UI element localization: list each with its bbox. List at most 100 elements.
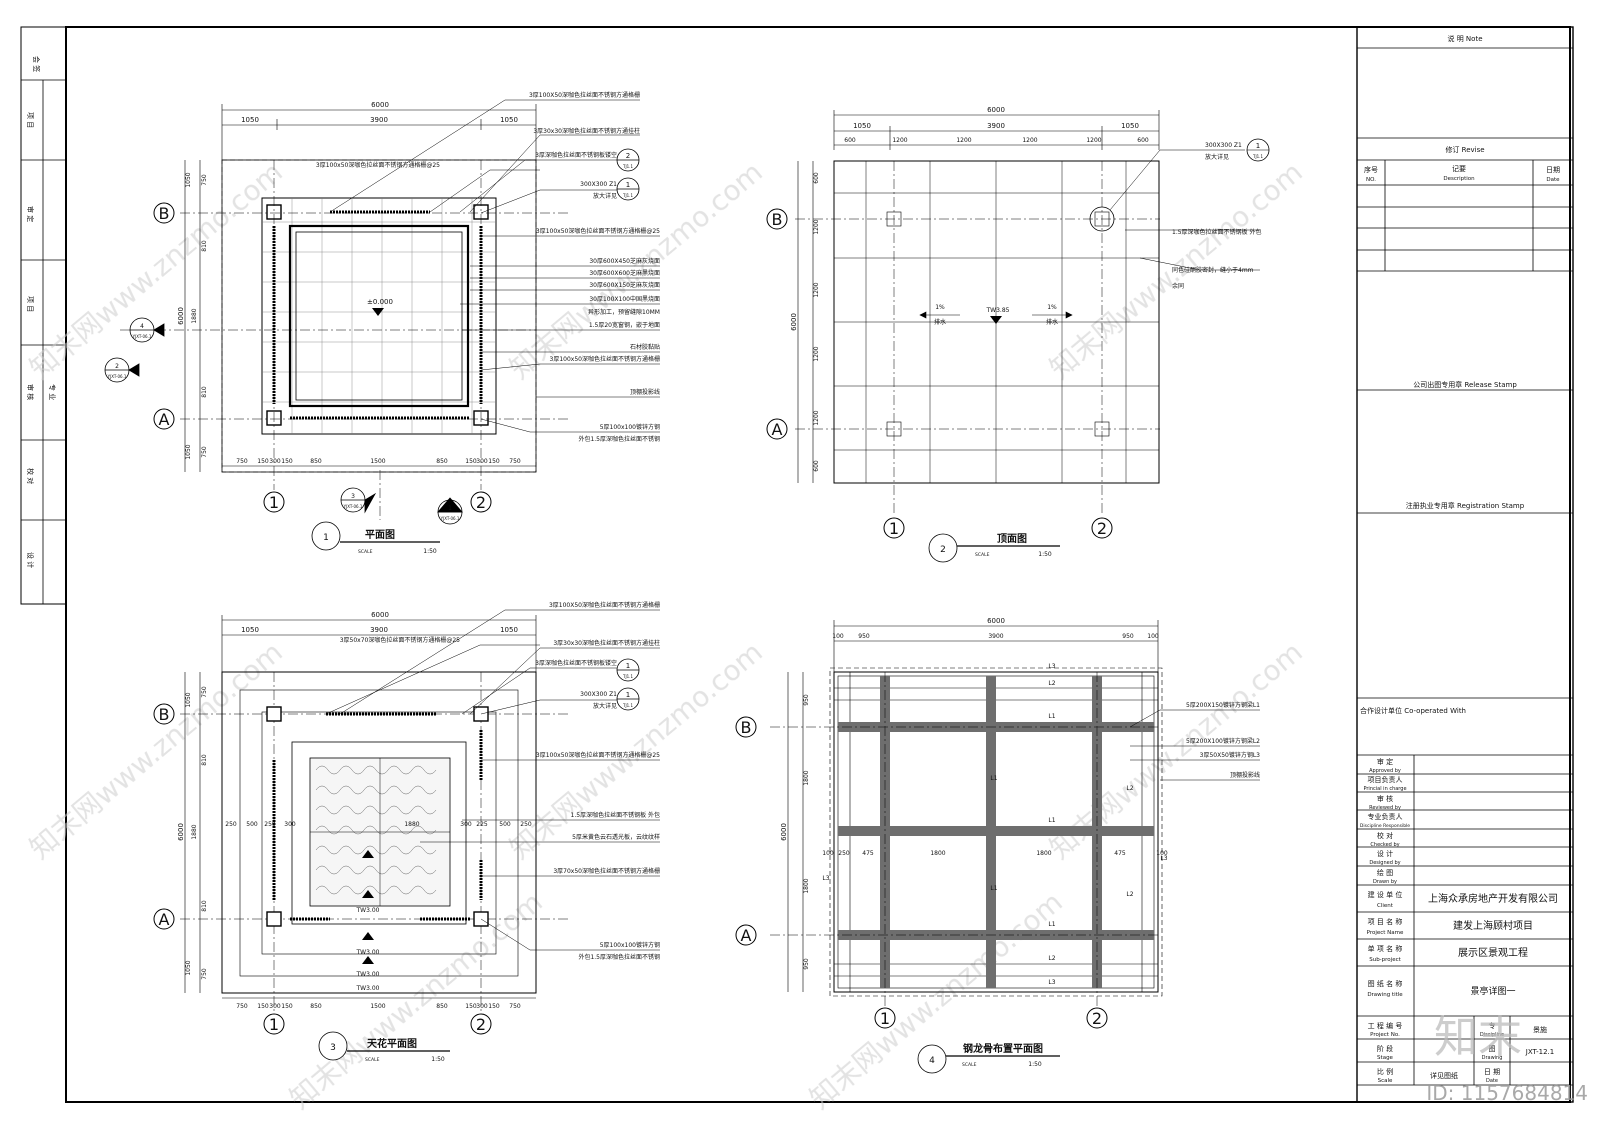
v1-deck <box>261 197 497 435</box>
svg-text:950: 950 <box>858 633 870 640</box>
v2-label: 300X300 Z1 <box>1205 142 1242 149</box>
v4-main-beams <box>838 676 1154 988</box>
svg-text:YJXT-06.1: YJXT-06.1 <box>440 516 460 521</box>
grid-a: A <box>741 926 752 945</box>
v2-dim-total-v: 6000 <box>790 313 798 331</box>
v3-title-num: 3 <box>330 1043 336 1053</box>
v1-scale-word: SCALE <box>358 549 373 555</box>
title-block <box>1356 26 1574 1103</box>
v1-label: 30厚600X150芝麻灰烧面 <box>589 281 660 289</box>
v1-grilles <box>272 210 483 420</box>
svg-text:300: 300 <box>476 458 488 465</box>
v2-dim-side: 1050 <box>1121 122 1139 130</box>
tb-cooperated: 合作设计单位 Co-operated With <box>1360 706 1466 715</box>
v3-scale-word: SCALE <box>365 1057 380 1063</box>
v3-label: 5厚米黄色云石透光板，云纹纹样 <box>572 833 660 841</box>
tb-client-label: 建 设 单 位 <box>1368 890 1403 899</box>
svg-text:810: 810 <box>201 900 208 912</box>
svg-text:Princial in charge: Princial in charge <box>1363 786 1406 792</box>
v1-label: 3厚100X50深咖色拉丝面不锈钢方通格栅 <box>529 91 640 99</box>
tb-discipline-label: 专 <box>1489 1021 1496 1030</box>
svg-text:1800: 1800 <box>803 770 810 785</box>
svg-text:1800: 1800 <box>803 878 810 893</box>
v3-label: 外包1.5厚深咖色拉丝面不锈钢 <box>578 953 660 961</box>
v1-detail-ref: TJ1.1 <box>622 164 633 169</box>
svg-text:750: 750 <box>201 686 208 698</box>
v1-label: 外包1.5厚深咖色拉丝面不锈钢 <box>578 435 660 443</box>
tb-project-no-label: 工 程 编 号 <box>1368 1021 1403 1030</box>
grid-1: 1 <box>269 1015 279 1034</box>
svg-text:1200: 1200 <box>813 219 820 234</box>
svg-text:1050: 1050 <box>185 960 192 975</box>
v3-grilles <box>272 712 483 921</box>
svg-text:150: 150 <box>488 458 500 465</box>
svg-text:L2: L2 <box>1048 680 1055 687</box>
v4-axis-lines <box>770 672 1160 1012</box>
tb-registration-stamp: 注册执业专用章 Registration Stamp <box>1406 501 1525 510</box>
v4-title-bubble <box>917 1044 947 1074</box>
v3-detail-bubbles <box>616 658 640 711</box>
svg-text:TW3.00: TW3.00 <box>356 949 380 956</box>
v2-label: 同色硅酮胶密封，缝小于4mm <box>1172 266 1254 274</box>
v3-label: 1.5厚深咖色拉丝面不锈钢板 外包 <box>571 811 660 819</box>
v3-detail-n: 1 <box>626 662 630 670</box>
svg-text:1500: 1500 <box>370 1003 385 1010</box>
v2-level: TW3.85 <box>986 307 1010 314</box>
v1-dim-left: 1050 <box>185 172 192 187</box>
v2-label: 余同 <box>1172 282 1184 290</box>
v3-dim-total: 6000 <box>371 611 389 619</box>
v3-detail-n: 1 <box>626 691 630 699</box>
v1-dim-left: 750 <box>201 446 208 458</box>
v1-label: 3厚深咖色拉丝面不锈钢板镂空 <box>535 151 617 159</box>
svg-text:225: 225 <box>476 821 488 828</box>
svg-text:L2: L2 <box>1126 785 1133 792</box>
title-block-text: 说 明 Note 修订 Revise 序号 NO. 记要 Description… <box>1360 34 1560 1084</box>
svg-text:YJXT-06.1: YJXT-06.1 <box>132 334 152 339</box>
grid-1: 1 <box>889 519 899 538</box>
strip-label: 校 对 <box>26 468 35 484</box>
grid-b: B <box>741 718 752 737</box>
v2-label: 放大详见 <box>1205 153 1229 161</box>
v1-title-bubble <box>311 521 341 551</box>
svg-text:150: 150 <box>281 458 293 465</box>
svg-text:300: 300 <box>460 821 472 828</box>
svg-text:Checked by: Checked by <box>1370 842 1399 848</box>
v2-title-bubble <box>928 533 958 563</box>
tb-client: 上海众承房地产开发有限公司 <box>1428 892 1558 905</box>
v3-grid-bubbles <box>153 703 492 1035</box>
svg-text:L3: L3 <box>1048 979 1055 986</box>
tb-col-desc-en: Description <box>1443 176 1475 182</box>
v3-label: 3厚100x50深咖色拉丝面不锈钢方通格栅@25 <box>536 751 660 759</box>
svg-text:750: 750 <box>509 1003 521 1010</box>
v2-leaders <box>1109 149 1260 271</box>
svg-text:1: 1 <box>448 505 452 512</box>
v4-label: 5厚200X150镀锌方钢梁L1 <box>1186 701 1260 709</box>
svg-text:150: 150 <box>465 458 477 465</box>
v3-title-bubble <box>318 1031 348 1061</box>
v4-label: 3厚50X50镀锌方钢L3 <box>1200 751 1261 759</box>
tb-stage-label: 阶 段 <box>1377 1044 1393 1053</box>
tb-project: 建发上海顾村项目 <box>1453 919 1533 932</box>
tb-scale-value: 详见图纸 <box>1430 1071 1458 1080</box>
svg-text:1200: 1200 <box>813 346 820 361</box>
v1-title: 平面图 <box>365 529 395 541</box>
svg-text:850: 850 <box>436 1003 448 1010</box>
v4-grid-bubbles <box>735 716 1108 1029</box>
svg-text:YJXT-06.1: YJXT-06.1 <box>107 374 127 379</box>
view-1-plan: 6000 1050 3900 1050 ±0.000 <box>104 91 660 555</box>
v1-label: 3厚30x30深咖色拉丝面不锈钢方通挂柱 <box>533 127 640 135</box>
v1-roof-projection <box>221 159 537 473</box>
v1-level: ±0.000 <box>367 298 393 306</box>
tb-subproject-label-en: Sub-project <box>1369 957 1401 963</box>
svg-text:750: 750 <box>509 458 521 465</box>
v2-title: 顶面图 <box>997 533 1027 545</box>
v1-paving-grid <box>262 198 496 434</box>
grid-a: A <box>159 410 170 429</box>
